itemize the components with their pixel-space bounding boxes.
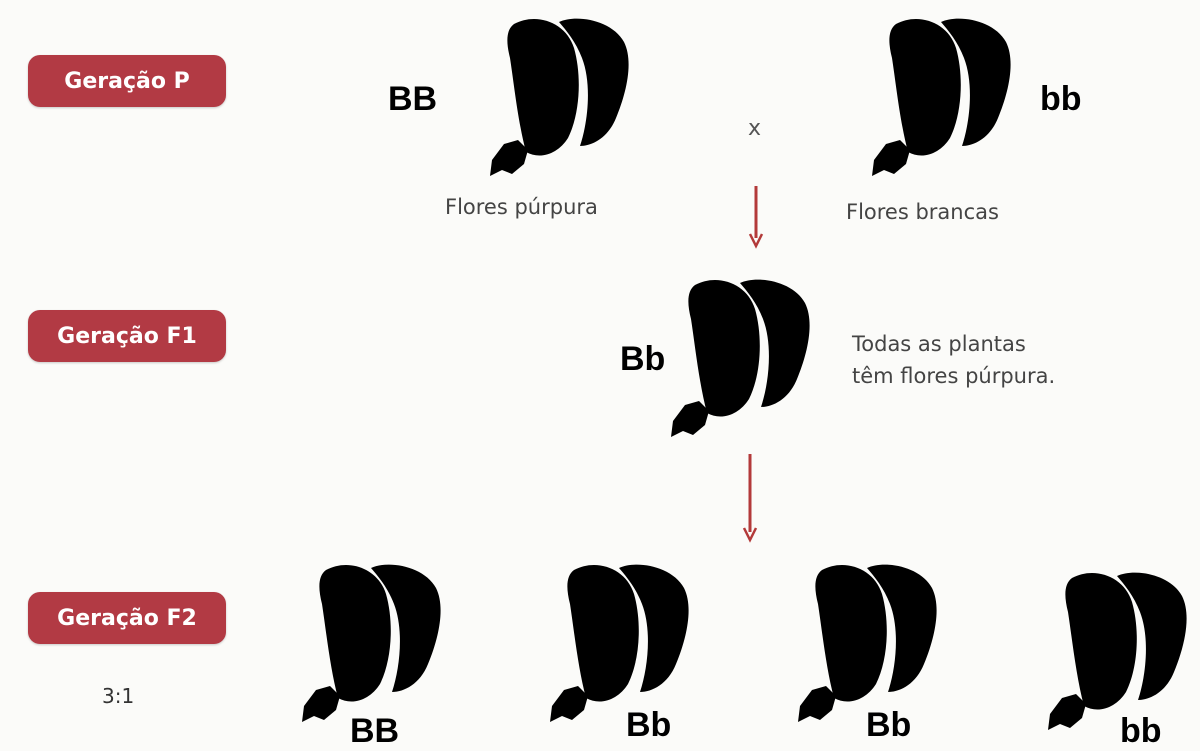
- arrow-p-to-f1: [746, 184, 766, 250]
- arrow-f1-to-f2: [740, 452, 760, 544]
- ratio-label: 3:1: [102, 684, 134, 708]
- f1-caption-line1: Todas as plantas: [852, 332, 1026, 356]
- white-flowers-caption: Flores brancas: [846, 200, 999, 224]
- purple-flower-f1: [665, 275, 815, 440]
- purple-flower-f2-1: [296, 560, 446, 725]
- purple-flowers-caption: Flores púrpura: [445, 195, 598, 219]
- generation-f2-label: Geração F2: [28, 592, 226, 644]
- purple-flower-f2-2: [544, 560, 694, 725]
- f1-caption-line2: têm flores púrpura.: [852, 364, 1055, 388]
- generation-f1-label: Geração F1: [28, 310, 226, 362]
- parent-white-genotype: bb: [1040, 80, 1082, 119]
- cross-symbol: x: [748, 116, 761, 141]
- parent-purple-genotype: BB: [388, 80, 437, 119]
- f1-genotype: Bb: [620, 340, 665, 379]
- f2-genotype-2: Bb: [626, 706, 671, 745]
- white-flower-parent: [866, 14, 1016, 179]
- f2-genotype-3: Bb: [866, 706, 911, 745]
- f2-genotype-4: bb: [1120, 712, 1162, 751]
- f2-genotype-1: BB: [350, 712, 399, 751]
- white-flower-f2: [1042, 568, 1192, 733]
- purple-flower-f2-3: [792, 560, 942, 725]
- generation-p-label: Geração P: [28, 55, 226, 107]
- purple-flower-parent: [484, 14, 634, 179]
